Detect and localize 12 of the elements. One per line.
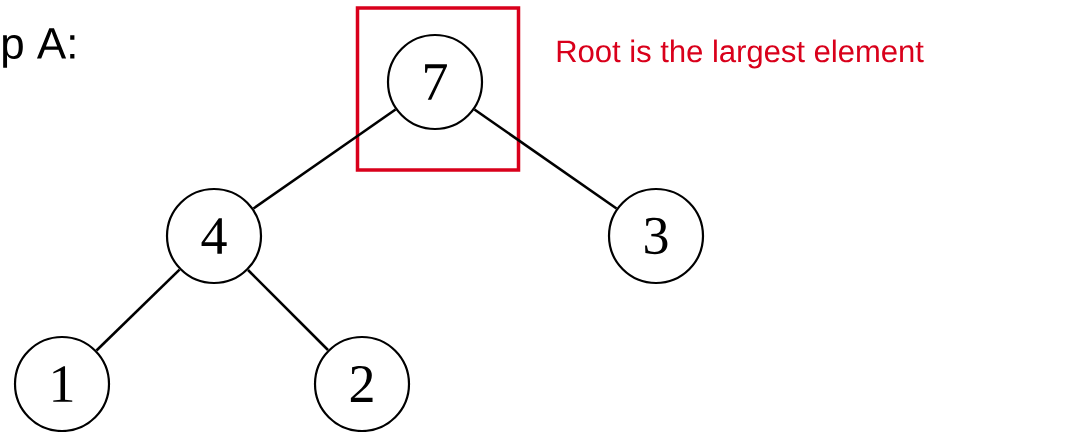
tree-edge xyxy=(95,268,181,352)
heading-text: p A: xyxy=(3,28,75,68)
tree-node: 4 xyxy=(165,187,263,285)
tree-node: 3 xyxy=(607,187,705,285)
tree-node: 7 xyxy=(386,33,484,131)
tree-edge xyxy=(473,108,618,210)
highlight-box xyxy=(355,6,521,172)
tree-node: 1 xyxy=(13,335,111,432)
tree-edge xyxy=(252,108,397,210)
tree-node: 2 xyxy=(313,335,411,432)
tree-edge xyxy=(247,269,329,351)
note-text: Root is the largest element xyxy=(557,39,924,69)
